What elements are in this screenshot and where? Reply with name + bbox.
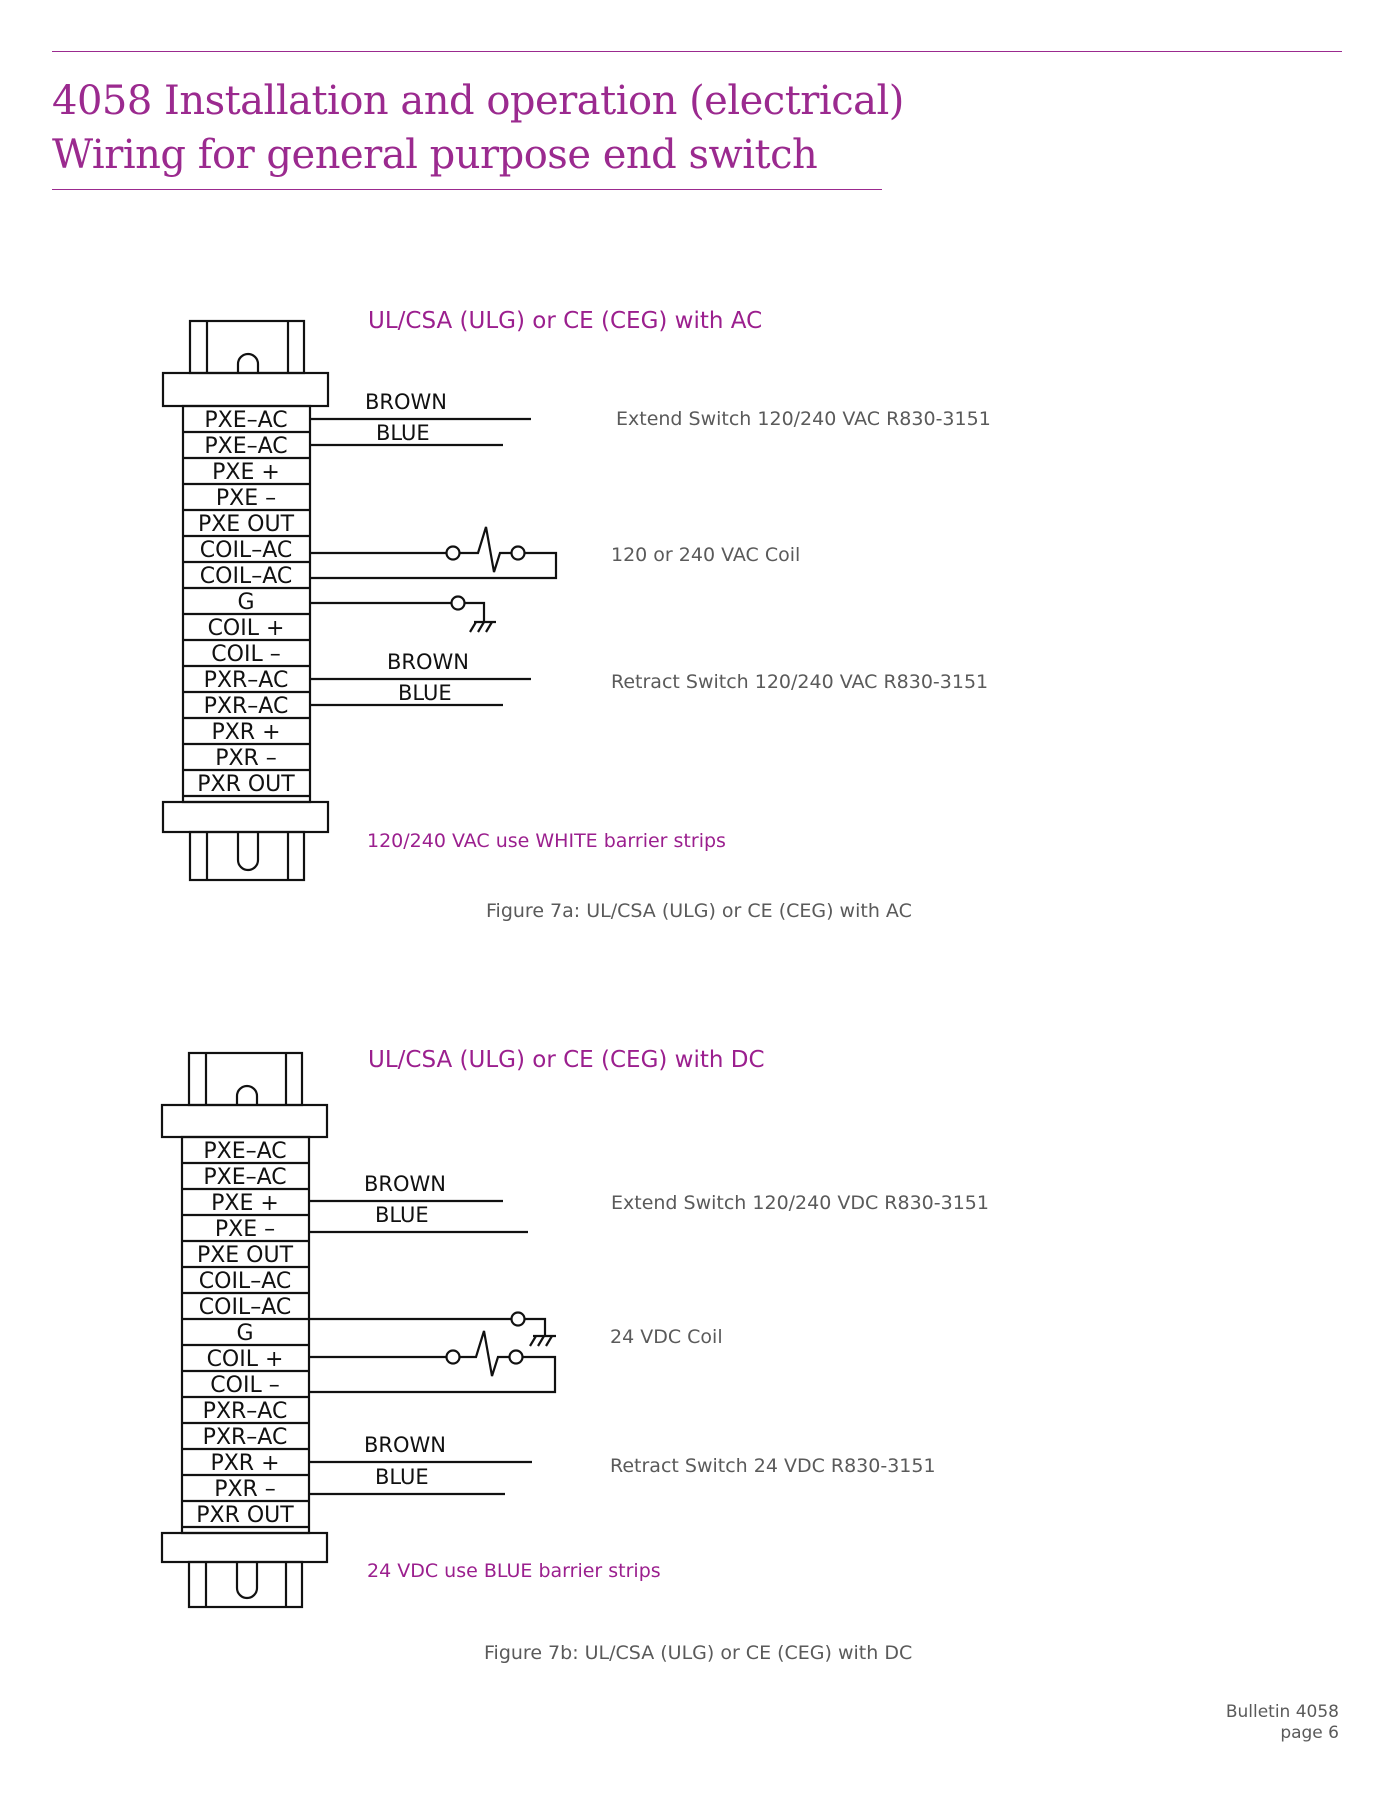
top-rule — [52, 51, 1342, 52]
figure-b-extend-switch-label: Extend Switch 120/240 VDC R830-3151 — [611, 1192, 989, 1214]
wire-color-label: BLUE — [398, 681, 452, 705]
figure-b-retract-switch-label: Retract Switch 24 VDC R830-3151 — [610, 1455, 936, 1477]
bulletin-number: Bulletin 4058 — [1225, 1702, 1339, 1722]
terminal-label: PXE–AC — [204, 434, 287, 459]
figure-a-barrier-strip-note: 120/240 VAC use WHITE barrier strips — [367, 830, 726, 852]
figure-a-terminal-diagram: PXE–AC PXE–AC PXE + PXE – PXE OUT COIL–A… — [150, 300, 570, 900]
terminal-label: PXE–AC — [203, 1139, 286, 1164]
terminal-label: PXR–AC — [204, 668, 289, 693]
terminal-label: PXE – — [216, 486, 276, 511]
page-number: page 6 — [1280, 1723, 1339, 1743]
wiring-diagram-dc: PXE–AC PXE–AC PXE + PXE – PXE OUT COIL–A… — [160, 1051, 557, 1609]
wire-color-label: BLUE — [376, 421, 430, 445]
terminal-label: PXE + — [211, 1191, 279, 1216]
terminal-label: PXE–AC — [203, 1165, 286, 1190]
terminal-label: COIL–AC — [199, 1295, 291, 1320]
bottom-end-cap — [188, 830, 306, 882]
page-title-line-1: 4058 Installation and operation (electri… — [52, 78, 904, 124]
figure-a-retract-switch-label: Retract Switch 120/240 VAC R830-3151 — [611, 671, 989, 693]
wire-color-label: BLUE — [375, 1465, 429, 1489]
terminal-label: PXE – — [215, 1217, 275, 1242]
terminal-label: COIL + — [207, 1347, 284, 1372]
terminal-label: PXR + — [211, 720, 280, 745]
wire-color-label: BLUE — [375, 1203, 429, 1227]
figure-b-caption: Figure 7b: UL/CSA (ULG) or CE (CEG) with… — [484, 1642, 913, 1664]
figure-b-coil-label: 24 VDC Coil — [610, 1326, 723, 1348]
page-footer: Bulletin 4058 page 6 — [1226, 1702, 1339, 1744]
terminal-label: PXR OUT — [196, 1503, 294, 1528]
figure-a-caption: Figure 7a: UL/CSA (ULG) or CE (CEG) with… — [486, 900, 912, 922]
terminal-label: COIL–AC — [200, 564, 292, 589]
title-underline — [52, 189, 882, 190]
figure-b-barrier-strip-note: 24 VDC use BLUE barrier strips — [367, 1560, 661, 1582]
terminal-label: PXE–AC — [204, 408, 287, 433]
page-title-line-2: Wiring for general purpose end switch — [52, 132, 818, 178]
terminal-label: COIL – — [211, 642, 280, 667]
terminal-label: PXR–AC — [204, 694, 289, 719]
terminal-label: COIL + — [208, 616, 285, 641]
wiring-diagram-ac: PXE–AC PXE–AC PXE + PXE – PXE OUT COIL–A… — [161, 319, 558, 882]
terminal-label: PXR + — [210, 1451, 279, 1476]
top-flange — [161, 371, 330, 408]
figure-a-coil-label: 120 or 240 VAC Coil — [611, 544, 801, 566]
wire-color-label: BROWN — [364, 1172, 446, 1196]
terminal-label: PXE + — [212, 460, 280, 485]
terminal-label: PXR – — [215, 746, 277, 771]
terminal-label: PXE OUT — [197, 1243, 294, 1268]
figure-b-terminal-diagram: PXE–AC PXE–AC PXE + PXE – PXE OUT COIL–A… — [150, 1040, 570, 1610]
terminal-label: PXR–AC — [203, 1425, 288, 1450]
figure-a-heading: UL/CSA (ULG) or CE (CEG) with AC — [368, 308, 763, 334]
terminal-label: G — [237, 590, 254, 615]
terminal-label: G — [236, 1321, 253, 1346]
figure-b-heading: UL/CSA (ULG) or CE (CEG) with DC — [368, 1047, 765, 1073]
terminal-label: PXE OUT — [198, 512, 295, 537]
bottom-flange — [161, 800, 330, 834]
terminal-label: PXR OUT — [197, 772, 295, 797]
terminal-label: COIL – — [210, 1373, 279, 1398]
terminal-label: COIL–AC — [199, 1269, 291, 1294]
wire-color-label: BROWN — [365, 390, 447, 414]
wire-color-label: BROWN — [364, 1433, 446, 1457]
terminal-label: COIL–AC — [200, 538, 292, 563]
wire-color-label: BROWN — [387, 650, 469, 674]
terminal-label: PXR – — [214, 1477, 276, 1502]
terminal-label: PXR–AC — [203, 1399, 288, 1424]
figure-a-extend-switch-label: Extend Switch 120/240 VAC R830-3151 — [616, 408, 991, 430]
